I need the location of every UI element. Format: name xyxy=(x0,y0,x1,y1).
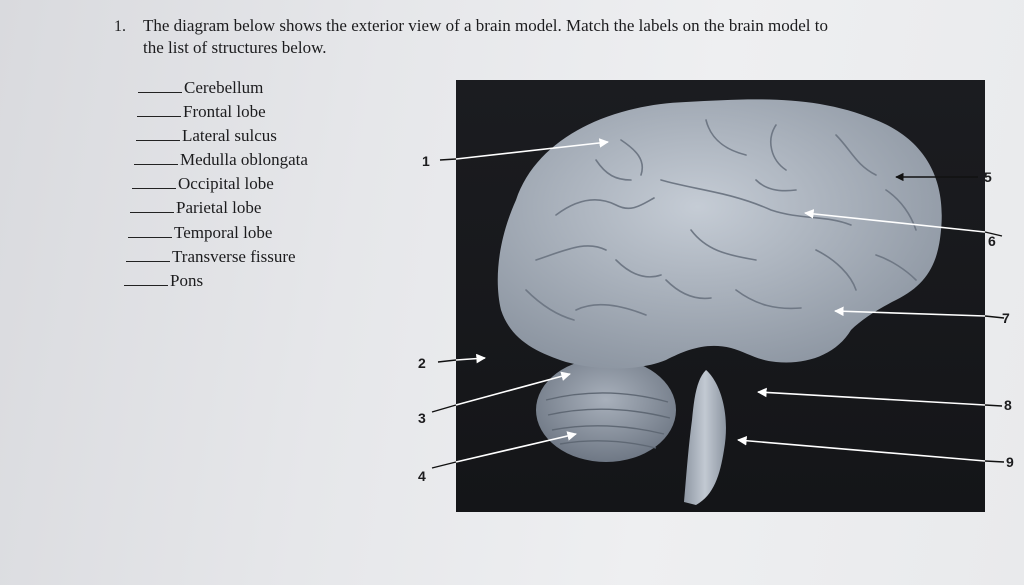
pointer-1 xyxy=(455,138,609,160)
structure-label: Pons xyxy=(170,271,204,290)
diagram-label-3: 3 xyxy=(418,410,426,426)
answer-blank[interactable] xyxy=(134,164,178,165)
pointer-7-outer xyxy=(984,315,1005,319)
diagram-label-6: 6 xyxy=(988,233,996,249)
pointer-7 xyxy=(834,306,986,317)
structure-label: Occipital lobe xyxy=(178,174,274,193)
structure-item: Parietal lobe xyxy=(130,198,261,218)
structure-label: Medulla oblongata xyxy=(180,150,308,169)
pointer-3-outer xyxy=(431,404,457,413)
pointer-3 xyxy=(455,371,571,406)
question-text-line-1: The diagram below shows the exterior vie… xyxy=(143,16,828,35)
answer-blank[interactable] xyxy=(132,188,176,189)
answer-blank[interactable] xyxy=(128,237,172,238)
answer-blank[interactable] xyxy=(124,285,168,286)
pointer-6-outer xyxy=(984,231,1003,237)
diagram-label-9: 9 xyxy=(1006,454,1014,470)
structure-label: Lateral sulcus xyxy=(182,126,277,145)
structure-item: Temporal lobe xyxy=(128,223,272,243)
pointer-2 xyxy=(455,353,486,364)
structure-label: Transverse fissure xyxy=(172,247,296,266)
question-number: 1. xyxy=(114,18,126,35)
pointer-1-outer xyxy=(439,158,457,161)
structure-label: Cerebellum xyxy=(184,78,264,97)
diagram-label-5: 5 xyxy=(984,169,992,185)
structure-item: Frontal lobe xyxy=(137,102,266,122)
structure-label: Frontal lobe xyxy=(183,102,266,121)
pointer-2-outer xyxy=(437,359,457,363)
diagram-label-2: 2 xyxy=(418,355,426,371)
pointer-8 xyxy=(757,387,986,406)
answer-blank[interactable] xyxy=(126,261,170,262)
answer-blank[interactable] xyxy=(138,92,182,93)
structure-item: Transverse fissure xyxy=(126,247,296,267)
pointer-6 xyxy=(804,209,986,233)
question-text-line-2: the list of structures below. xyxy=(143,38,327,57)
structure-label: Temporal lobe xyxy=(174,223,273,242)
structure-item: Lateral sulcus xyxy=(136,126,277,146)
diagram-label-1: 1 xyxy=(422,153,430,169)
structure-item: Occipital lobe xyxy=(132,174,274,194)
pointer-4-outer xyxy=(431,461,457,469)
answer-blank[interactable] xyxy=(137,116,181,117)
structure-label: Parietal lobe xyxy=(176,198,262,217)
pointer-9 xyxy=(737,435,986,462)
structure-item: Pons xyxy=(124,271,203,291)
structure-item: Cerebellum xyxy=(138,78,263,98)
pointer-4 xyxy=(455,431,577,463)
pointer-8-outer xyxy=(984,404,1003,407)
diagram-label-8: 8 xyxy=(1004,397,1012,413)
diagram-label-4: 4 xyxy=(418,468,426,484)
answer-blank[interactable] xyxy=(130,212,174,213)
answer-blank[interactable] xyxy=(136,140,180,141)
structure-item: Medulla oblongata xyxy=(134,150,308,170)
diagram-label-7: 7 xyxy=(1002,310,1010,326)
pointer-9-outer xyxy=(984,460,1005,463)
